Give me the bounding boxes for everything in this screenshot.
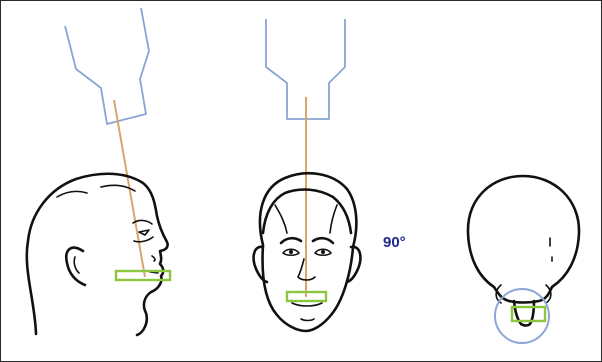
lateral-view (27, 8, 170, 335)
chin-highlight-circle (495, 289, 549, 343)
angle-label: 90° (383, 234, 406, 251)
head-top-icon (468, 176, 579, 326)
frontal-view (254, 19, 361, 331)
head-profile-icon (27, 174, 168, 335)
superior-view (468, 176, 579, 343)
xray-tube-lateral (65, 8, 149, 124)
